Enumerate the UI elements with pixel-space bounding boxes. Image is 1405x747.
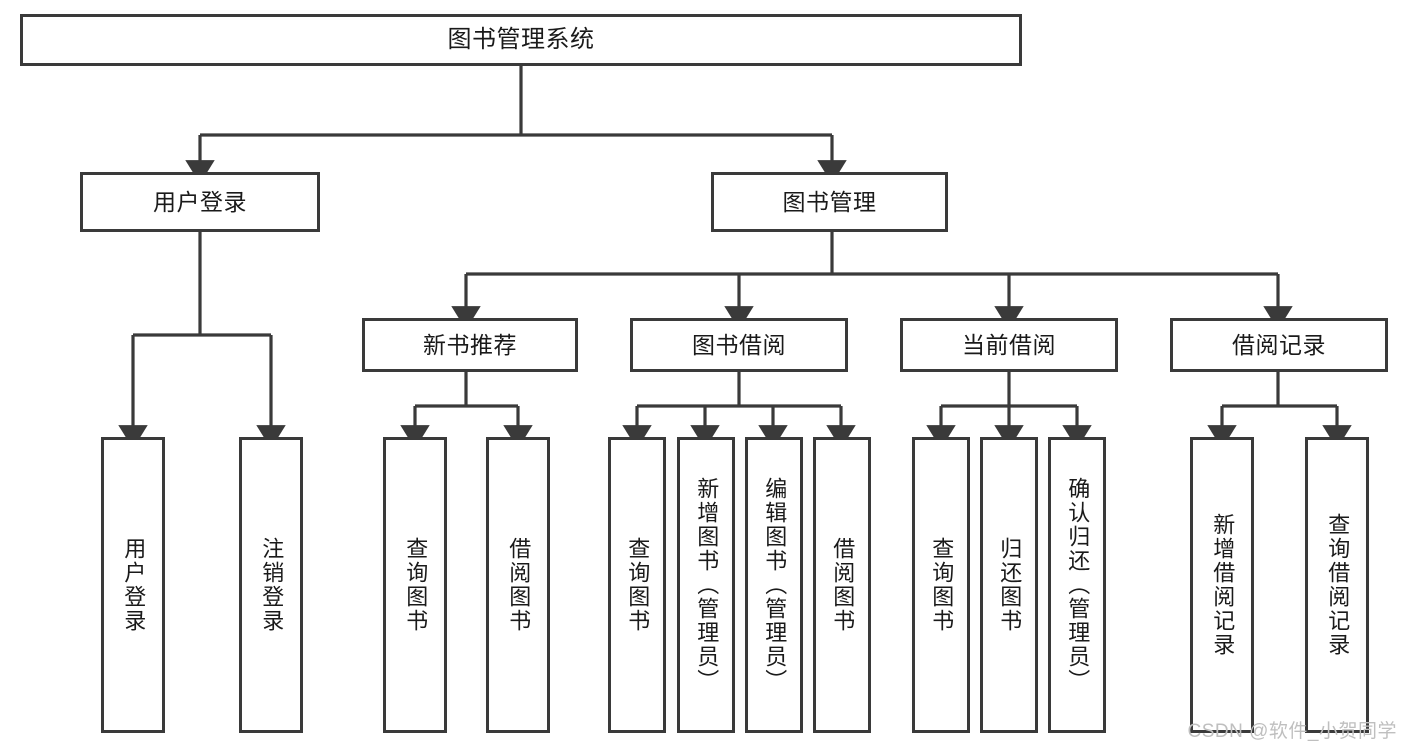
node-user-login-label: 用户登录: [153, 188, 247, 215]
node-book-manage-label: 图书管理: [782, 188, 877, 215]
node-leaf-user-logout-label: 注销登录: [259, 537, 285, 633]
node-book-borrow-label: 图书借阅: [692, 331, 786, 358]
node-leaf-add-book-label: 新增图书（管理员）: [694, 477, 720, 693]
node-leaf-query-record[interactable]: 查询借阅记录: [1305, 437, 1369, 733]
node-leaf-query-book-1-label: 查询图书: [403, 537, 429, 633]
node-leaf-borrow-book-1[interactable]: 借阅图书: [486, 437, 550, 733]
node-leaf-confirm-return[interactable]: 确认归还（管理员）: [1048, 437, 1106, 733]
node-leaf-user-login-label: 用户登录: [121, 537, 147, 633]
node-leaf-add-book[interactable]: 新增图书（管理员）: [677, 437, 735, 733]
node-leaf-return-book-label: 归还图书: [997, 537, 1023, 633]
node-root-label: 图书管理系统: [447, 26, 595, 54]
node-leaf-confirm-return-label: 确认归还（管理员）: [1065, 477, 1091, 693]
node-root[interactable]: 图书管理系统: [20, 14, 1022, 66]
node-leaf-borrow-book-2-label: 借阅图书: [830, 537, 856, 633]
watermark: CSDN @软件_小贺同学: [1187, 721, 1397, 742]
node-leaf-return-book[interactable]: 归还图书: [980, 437, 1038, 733]
node-book-manage[interactable]: 图书管理: [711, 172, 948, 232]
node-book-borrow[interactable]: 图书借阅: [630, 318, 848, 372]
node-borrow-record[interactable]: 借阅记录: [1170, 318, 1388, 372]
node-leaf-query-book-2[interactable]: 查询图书: [608, 437, 666, 733]
node-new-book-recommend-label: 新书推荐: [423, 331, 517, 358]
node-new-book-recommend[interactable]: 新书推荐: [362, 318, 578, 372]
node-leaf-user-login[interactable]: 用户登录: [101, 437, 165, 733]
node-leaf-query-book-1[interactable]: 查询图书: [383, 437, 447, 733]
node-leaf-user-logout[interactable]: 注销登录: [239, 437, 303, 733]
node-borrow-record-label: 借阅记录: [1232, 331, 1326, 358]
node-leaf-query-book-3[interactable]: 查询图书: [912, 437, 970, 733]
node-leaf-edit-book-label: 编辑图书（管理员）: [762, 477, 788, 693]
node-leaf-edit-book[interactable]: 编辑图书（管理员）: [745, 437, 803, 733]
node-user-login[interactable]: 用户登录: [80, 172, 320, 232]
node-leaf-query-book-2-label: 查询图书: [625, 537, 651, 633]
node-leaf-query-record-label: 查询借阅记录: [1325, 513, 1351, 657]
node-current-borrow-label: 当前借阅: [962, 331, 1056, 358]
node-current-borrow[interactable]: 当前借阅: [900, 318, 1118, 372]
node-leaf-borrow-book-2[interactable]: 借阅图书: [813, 437, 871, 733]
node-leaf-query-book-3-label: 查询图书: [929, 537, 955, 633]
node-leaf-borrow-book-1-label: 借阅图书: [506, 537, 532, 633]
node-leaf-add-record-label: 新增借阅记录: [1210, 513, 1236, 657]
node-leaf-add-record[interactable]: 新增借阅记录: [1190, 437, 1254, 733]
